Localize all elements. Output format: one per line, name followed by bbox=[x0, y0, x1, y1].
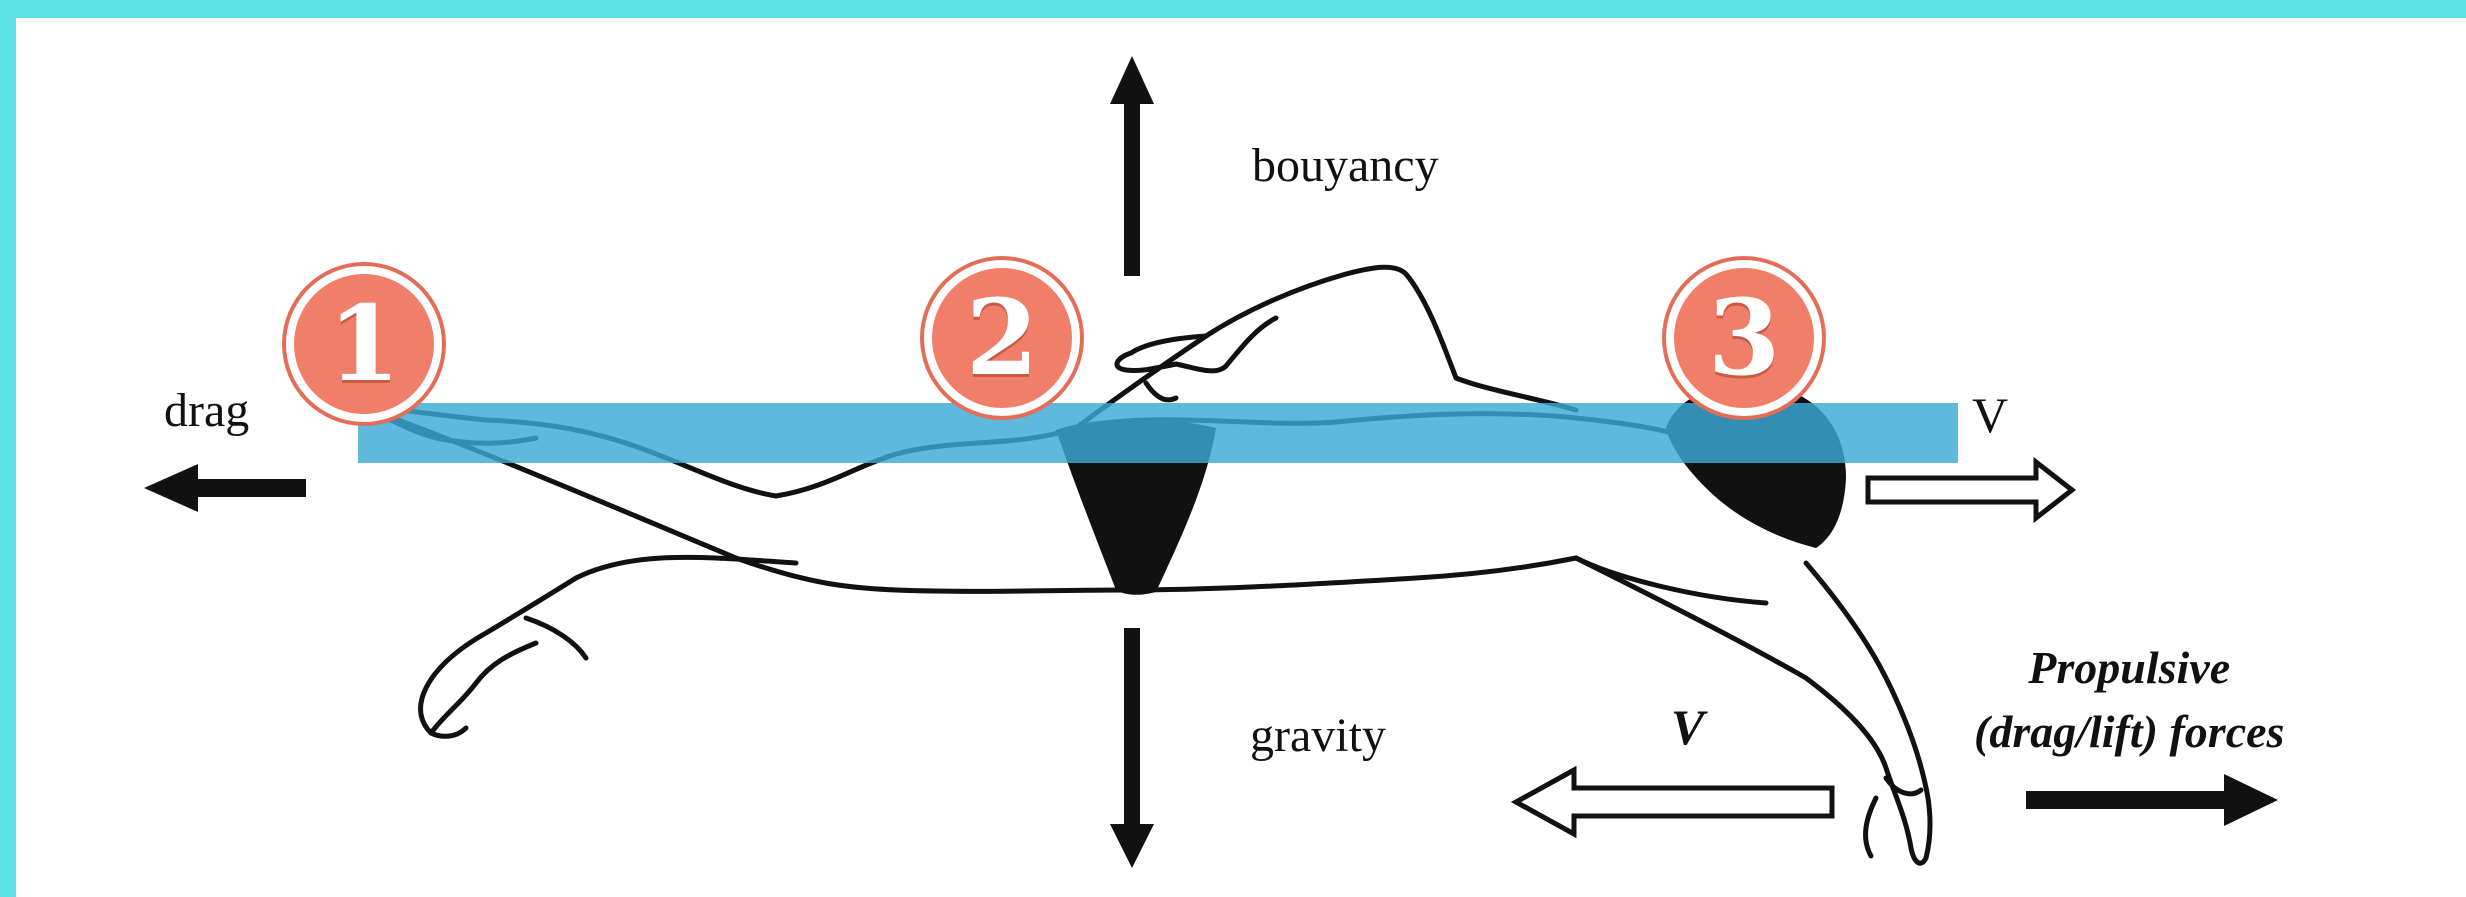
velocity-arrow-left bbox=[1516, 770, 1832, 834]
propulsive-label-line2: (drag/lift) forces bbox=[1974, 700, 2284, 764]
swimmer-diagram bbox=[16, 18, 2466, 897]
velocity-arrow-right bbox=[1868, 462, 2072, 518]
gravity-arrow bbox=[1110, 628, 1154, 868]
propulsive-forces-label: Propulsive (drag/lift) forces bbox=[1974, 636, 2284, 764]
buoyancy-arrow bbox=[1110, 56, 1154, 276]
drag-arrow bbox=[144, 464, 306, 512]
badge-3: 3 bbox=[1666, 260, 1822, 416]
water-surface-band bbox=[358, 403, 1958, 463]
propulsive-label-line1: Propulsive bbox=[1974, 636, 2284, 700]
gravity-label: gravity bbox=[1250, 708, 1386, 763]
badge-2: 2 bbox=[924, 260, 1080, 416]
badge-1: 1 bbox=[286, 266, 442, 422]
drag-label: drag bbox=[164, 383, 249, 438]
diagram-frame: bouyancy drag gravity V V Propulsive (dr… bbox=[16, 18, 2466, 897]
velocity-label-right: V bbox=[1972, 386, 2008, 444]
velocity-label-left: V bbox=[1671, 698, 1704, 756]
buoyancy-label: bouyancy bbox=[1252, 138, 1439, 193]
propulsive-arrow bbox=[2026, 774, 2278, 826]
